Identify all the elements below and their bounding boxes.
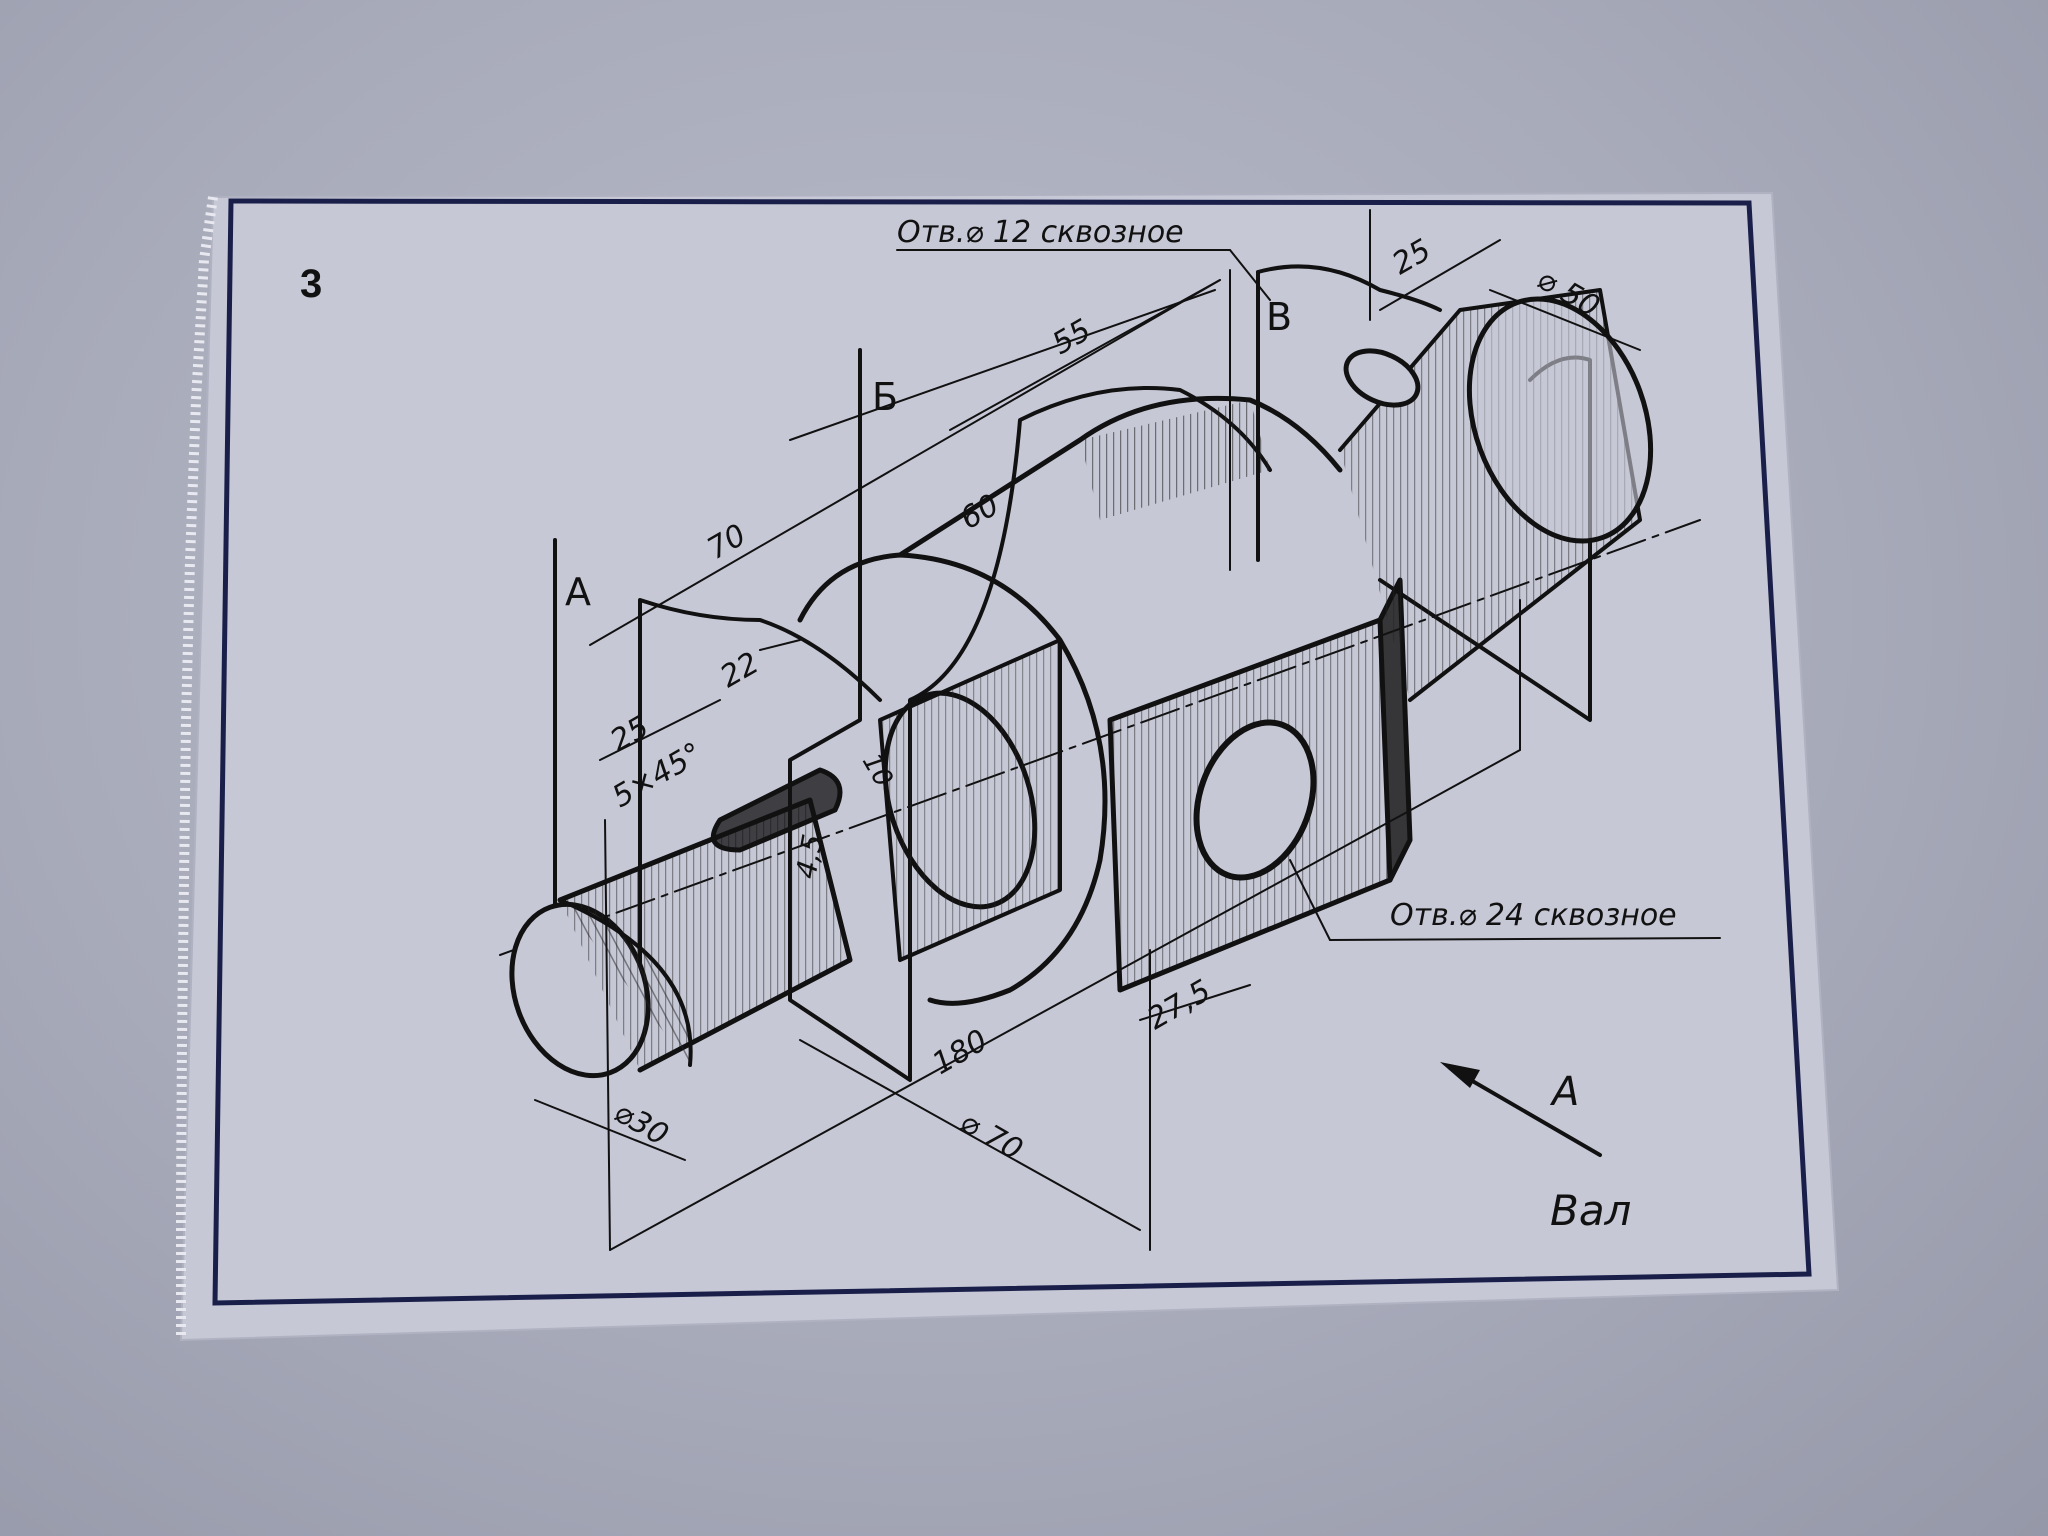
plane-label-a: А xyxy=(565,570,591,614)
plane-label-b: Б xyxy=(872,375,898,419)
drawing-title: Вал xyxy=(1550,1186,1631,1235)
plane-label-v: В xyxy=(1266,295,1292,339)
hole-24 xyxy=(1193,719,1317,881)
note-hole-12: Отв.⌀ 12 сквозное xyxy=(897,215,1184,250)
dimension-lines xyxy=(534,209,1721,1251)
frame-border xyxy=(212,198,1812,1306)
shaft-drawing xyxy=(499,209,1721,1251)
left-chamfer xyxy=(558,898,693,1067)
view-arrow-label: А xyxy=(1549,1069,1579,1115)
middle-cylinder-body xyxy=(878,638,1062,962)
large-cylinder-outline xyxy=(797,395,1343,1006)
view-arrow xyxy=(1440,1062,1602,1157)
sheet-number: 3 xyxy=(300,262,322,306)
hole-12 xyxy=(1343,348,1421,408)
left-cylinder-body xyxy=(557,797,853,1073)
large-cylinder-shade xyxy=(1080,400,1270,520)
note-hole-24: Отв.⌀ 24 сквозное xyxy=(1390,898,1677,933)
dim-4-5: 4,5 xyxy=(789,832,829,882)
keyway-slot xyxy=(710,767,843,853)
right-end-face xyxy=(1466,296,1654,544)
plane-a xyxy=(553,538,882,1042)
